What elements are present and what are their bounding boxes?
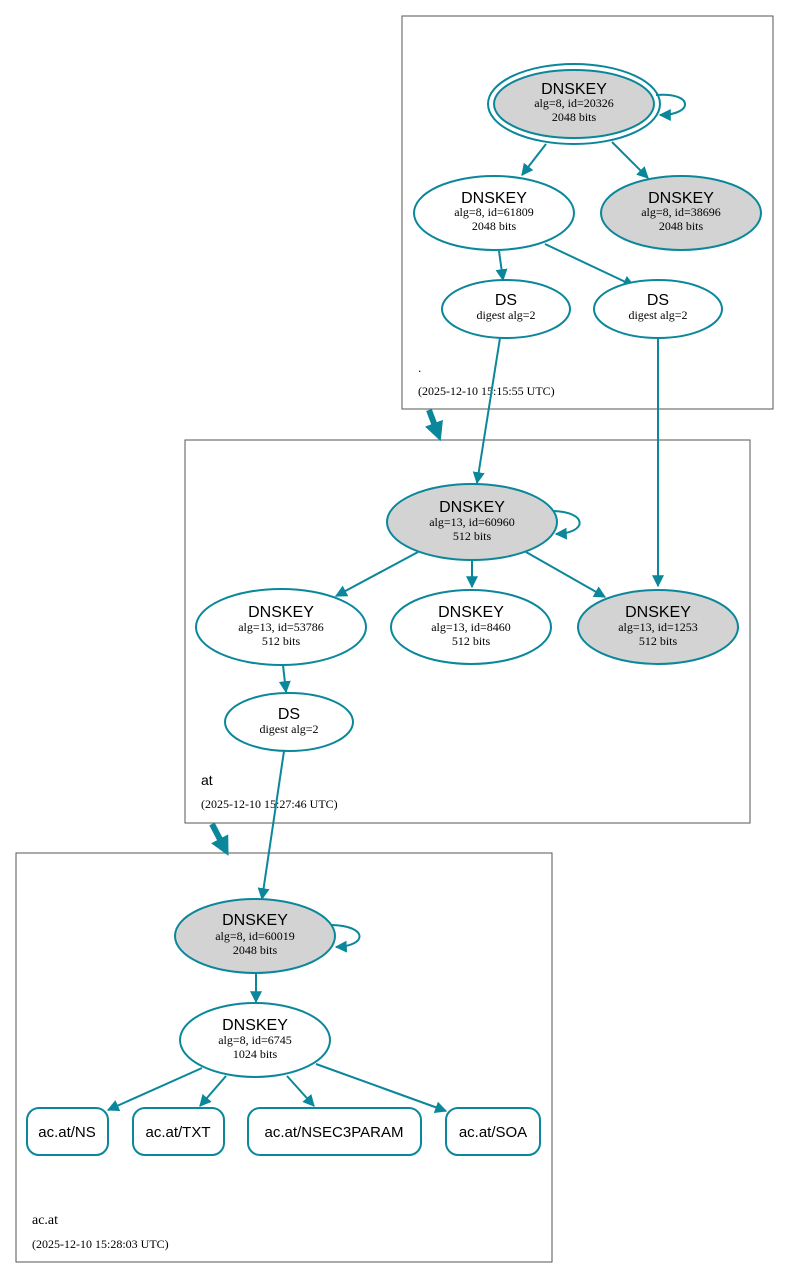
- record-nsec3param[interactable]: ac.at/NSEC3PARAM: [247, 1107, 422, 1156]
- node-line1: alg=13, id=60960: [429, 515, 515, 529]
- zone-at-box: [184, 439, 751, 824]
- node-title: DNSKEY: [461, 190, 527, 207]
- edge-ac-zsk-ns: [106, 1067, 203, 1112]
- record-label: ac.at/SOA: [459, 1124, 527, 1141]
- node-root-zsk[interactable]: DNSKEY alg=8, id=61809 2048 bits: [413, 175, 575, 251]
- node-title: DNSKEY: [625, 604, 691, 621]
- node-line1: alg=8, id=20326: [534, 96, 614, 110]
- node-at-k1[interactable]: DNSKEY alg=13, id=53786 512 bits: [195, 588, 367, 666]
- node-line1: digest alg=2: [476, 308, 535, 322]
- edge-at-ksk-k3: [525, 551, 607, 598]
- delegation-arrow-root-at: [424, 408, 443, 442]
- edge-at-ksk-self: [552, 510, 581, 540]
- zone-acat-timestamp: (2025-12-10 15:28:03 UTC): [32, 1237, 169, 1251]
- node-line1: alg=8, id=38696: [641, 205, 721, 219]
- node-line1: digest alg=2: [628, 308, 687, 322]
- node-ac-ksk[interactable]: DNSKEY alg=8, id=60019 2048 bits: [174, 898, 336, 974]
- edge-at-k1-ds: [278, 664, 291, 694]
- node-title: DNSKEY: [438, 604, 504, 621]
- zone-at-timestamp: (2025-12-10 15:27:46 UTC): [201, 797, 338, 811]
- node-at-k2[interactable]: DNSKEY alg=13, id=8460 512 bits: [390, 589, 552, 665]
- zone-at-name: at: [201, 772, 213, 788]
- node-title: DNSKEY: [648, 190, 714, 207]
- record-label: ac.at/TXT: [145, 1124, 210, 1141]
- edge-at-ksk-k1: [334, 551, 419, 597]
- node-title: DNSKEY: [439, 499, 505, 516]
- edge-root-ksk-self: [655, 93, 686, 121]
- edge-root-zsk-ds2: [544, 243, 636, 287]
- node-line1: alg=8, id=6745: [218, 1033, 292, 1047]
- node-title: DS: [495, 292, 517, 309]
- node-line2: 512 bits: [639, 634, 678, 648]
- node-title: DNSKEY: [222, 912, 288, 929]
- node-title: DS: [278, 706, 300, 723]
- node-at-ksk[interactable]: DNSKEY alg=13, id=60960 512 bits: [386, 483, 558, 561]
- record-label: ac.at/NS: [38, 1124, 96, 1141]
- edge-root-ds1-at-ksk: [472, 337, 501, 485]
- record-ns[interactable]: ac.at/NS: [26, 1107, 109, 1156]
- node-line2: 2048 bits: [233, 943, 278, 957]
- node-line1: alg=13, id=8460: [431, 620, 511, 634]
- node-at-k3[interactable]: DNSKEY alg=13, id=1253 512 bits: [577, 589, 739, 665]
- edge-at-ds-ac-ksk: [257, 750, 285, 901]
- zone-acat-name: ac.at: [32, 1213, 58, 1228]
- edge-ac-zsk-nsec3param: [286, 1075, 315, 1107]
- node-line2: 512 bits: [453, 529, 492, 543]
- node-line1: digest alg=2: [259, 722, 318, 736]
- record-soa[interactable]: ac.at/SOA: [445, 1107, 541, 1156]
- zone-root-name: .: [418, 361, 421, 375]
- edge-root-ksk-zsk: [521, 143, 547, 176]
- node-line2: 2048 bits: [472, 219, 517, 233]
- node-line1: alg=13, id=53786: [238, 620, 324, 634]
- node-line2: 512 bits: [262, 634, 301, 648]
- record-txt[interactable]: ac.at/TXT: [132, 1107, 225, 1156]
- edge-root-ksk-k3: [611, 141, 649, 179]
- node-title: DS: [647, 292, 669, 309]
- delegation-arrow-at-acat: [209, 822, 229, 856]
- zone-root-box: [401, 15, 774, 410]
- edge-ac-zsk-soa: [315, 1063, 448, 1113]
- edge-ac-ksk-self: [331, 924, 361, 953]
- node-at-ds[interactable]: DS digest alg=2: [224, 692, 354, 752]
- node-root-ds2[interactable]: DS digest alg=2: [593, 279, 723, 339]
- zone-acat-box: [15, 852, 553, 1263]
- node-title: DNSKEY: [248, 604, 314, 621]
- node-line1: alg=8, id=60019: [215, 929, 295, 943]
- node-line2: 2048 bits: [552, 110, 597, 124]
- node-root-ksk[interactable]: DNSKEY alg=8, id=20326 2048 bits: [487, 63, 661, 145]
- node-root-ds1[interactable]: DS digest alg=2: [441, 279, 571, 339]
- node-root-k3[interactable]: DNSKEY alg=8, id=38696 2048 bits: [600, 175, 762, 251]
- node-line1: alg=8, id=61809: [454, 205, 534, 219]
- node-title: DNSKEY: [222, 1017, 288, 1034]
- node-ac-zsk[interactable]: DNSKEY alg=8, id=6745 1024 bits: [179, 1002, 331, 1078]
- edge-root-zsk-ds1: [495, 250, 508, 282]
- node-line1: alg=13, id=1253: [618, 620, 698, 634]
- edge-ac-zsk-txt: [199, 1075, 227, 1107]
- node-title: DNSKEY: [541, 81, 607, 98]
- node-line2: 512 bits: [452, 634, 491, 648]
- node-line2: 2048 bits: [659, 219, 704, 233]
- node-line2: 1024 bits: [233, 1047, 278, 1061]
- zone-root-timestamp: (2025-12-10 15:15:55 UTC): [418, 384, 555, 398]
- record-label: ac.at/NSEC3PARAM: [265, 1124, 404, 1141]
